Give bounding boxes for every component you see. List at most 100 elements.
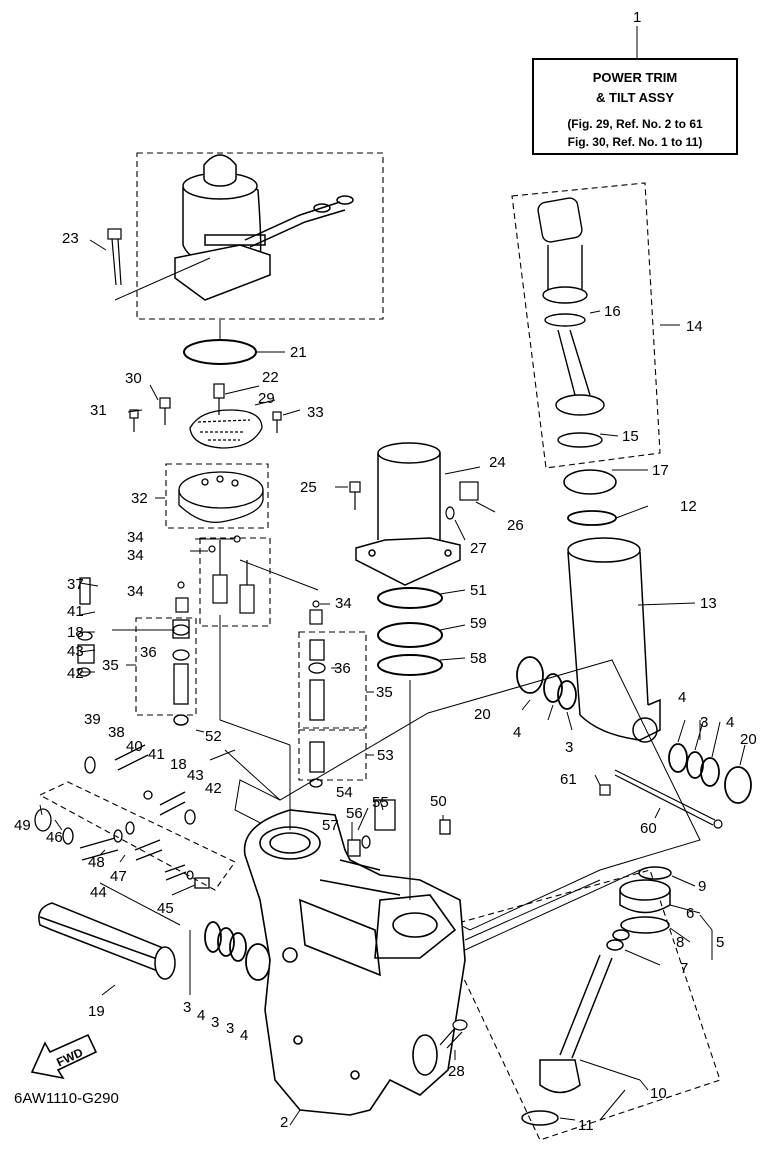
part-number: 8 <box>676 934 684 951</box>
part-number: 36 <box>140 644 157 661</box>
pump-body <box>178 471 264 524</box>
pin-60 <box>599 769 723 829</box>
part-number: 3 <box>700 714 708 731</box>
valve-group-box-right <box>298 631 367 729</box>
part-number: 13 <box>700 595 717 612</box>
part-number: 36 <box>334 660 351 677</box>
part-number: 54 <box>336 784 353 801</box>
part-number: 18 <box>67 624 84 641</box>
part-number: 3 <box>226 1020 234 1037</box>
gland-17 <box>563 469 617 495</box>
pivot-rings <box>516 656 752 804</box>
part-number: 21 <box>290 344 307 361</box>
part-number: 50 <box>430 793 447 810</box>
part-number: 49 <box>14 817 31 834</box>
part-number: 4 <box>678 689 686 706</box>
title-line: & TILT ASSY <box>596 90 674 105</box>
fwd-arrow <box>30 1033 98 1080</box>
part-number: 38 <box>108 724 125 741</box>
part-number: 10 <box>650 1085 667 1102</box>
part-number: 16 <box>604 303 621 320</box>
part-number: 17 <box>652 462 669 479</box>
o-ring-12 <box>567 510 617 526</box>
part-number: 31 <box>90 402 107 419</box>
reference-line: Fig. 30, Ref. No. 1 to 11) <box>567 135 703 149</box>
part-number: 22 <box>262 369 279 386</box>
trim-motor <box>174 154 354 301</box>
tube-19 <box>38 902 176 980</box>
pump-group-box <box>165 463 269 529</box>
part-number: 35 <box>376 684 393 701</box>
part-number: 55 <box>372 794 389 811</box>
part-number: 12 <box>680 498 697 515</box>
part-number: 40 <box>126 738 143 755</box>
part-number: 25 <box>300 479 317 496</box>
part-number: 43 <box>67 643 84 660</box>
assembly-title-box: POWER TRIM & TILT ASSY (Fig. 29, Ref. No… <box>532 58 738 155</box>
part-number: 3 <box>183 999 191 1016</box>
part-number: 9 <box>698 878 706 895</box>
part-number: 41 <box>148 746 165 763</box>
motor-group-box <box>136 152 384 320</box>
part-number: 34 <box>335 595 352 612</box>
part-number: 43 <box>187 767 204 784</box>
part-number: 1 <box>633 9 641 26</box>
title-line: POWER TRIM <box>592 70 678 85</box>
part-number: 14 <box>686 318 703 335</box>
ring-59 <box>377 622 443 648</box>
part-number: 30 <box>125 370 142 387</box>
part-number: 3 <box>565 739 573 756</box>
part-number: 45 <box>157 900 174 917</box>
part-number: 29 <box>258 390 275 407</box>
part-number: 37 <box>67 576 84 593</box>
part-number: 4 <box>240 1027 248 1044</box>
bolt-23 <box>107 228 122 286</box>
part-number: 20 <box>740 731 757 748</box>
part-number: 6 <box>686 905 694 922</box>
part-number: 3 <box>211 1014 219 1031</box>
figure-code: 6AW1110-G290 <box>14 1090 119 1107</box>
o-ring-58 <box>377 654 443 676</box>
part-number: 19 <box>88 1003 105 1020</box>
part-number: 60 <box>640 820 657 837</box>
o-ring-51 <box>377 587 443 609</box>
part-number: 24 <box>489 454 506 471</box>
part-number: 26 <box>507 517 524 534</box>
part-number: 47 <box>110 868 127 885</box>
part-number: 18 <box>170 756 187 773</box>
part-number: 53 <box>377 747 394 764</box>
part-number: 48 <box>88 854 105 871</box>
gear-pair <box>212 540 255 614</box>
leader-lines <box>39 26 746 1126</box>
lower-rings <box>204 921 271 981</box>
valve-components <box>34 577 451 889</box>
o-ring-21 <box>183 339 257 365</box>
part-number: 39 <box>84 711 101 728</box>
part-number: 4 <box>726 714 734 731</box>
part-number: 61 <box>560 771 577 788</box>
tilt-rod-group-box <box>511 182 661 469</box>
fig29-main-box <box>234 659 701 931</box>
part-number: 34 <box>127 583 144 600</box>
part-number: 11 <box>578 1117 594 1134</box>
gear-group-box <box>199 537 271 627</box>
part-number: 5 <box>716 934 724 951</box>
valve-group-box-left <box>135 617 197 716</box>
part-number: 57 <box>322 817 339 834</box>
part-number: 34 <box>127 547 144 564</box>
manual-valve-group-box <box>38 781 236 891</box>
part-number: 35 <box>102 657 119 674</box>
part-number: 51 <box>470 582 487 599</box>
pump-plate <box>189 409 263 449</box>
part-number: 59 <box>470 615 487 632</box>
part-number: 34 <box>127 529 144 546</box>
part-number: 46 <box>46 829 63 846</box>
part-number: 32 <box>131 490 148 507</box>
part-number: 56 <box>346 805 363 822</box>
solid-group-boxes <box>234 659 701 931</box>
part-number: 33 <box>307 404 324 421</box>
tilt-cylinder <box>567 537 661 743</box>
small-parts <box>129 383 479 726</box>
part-number: 42 <box>205 780 222 797</box>
part-number: 4 <box>513 724 521 741</box>
